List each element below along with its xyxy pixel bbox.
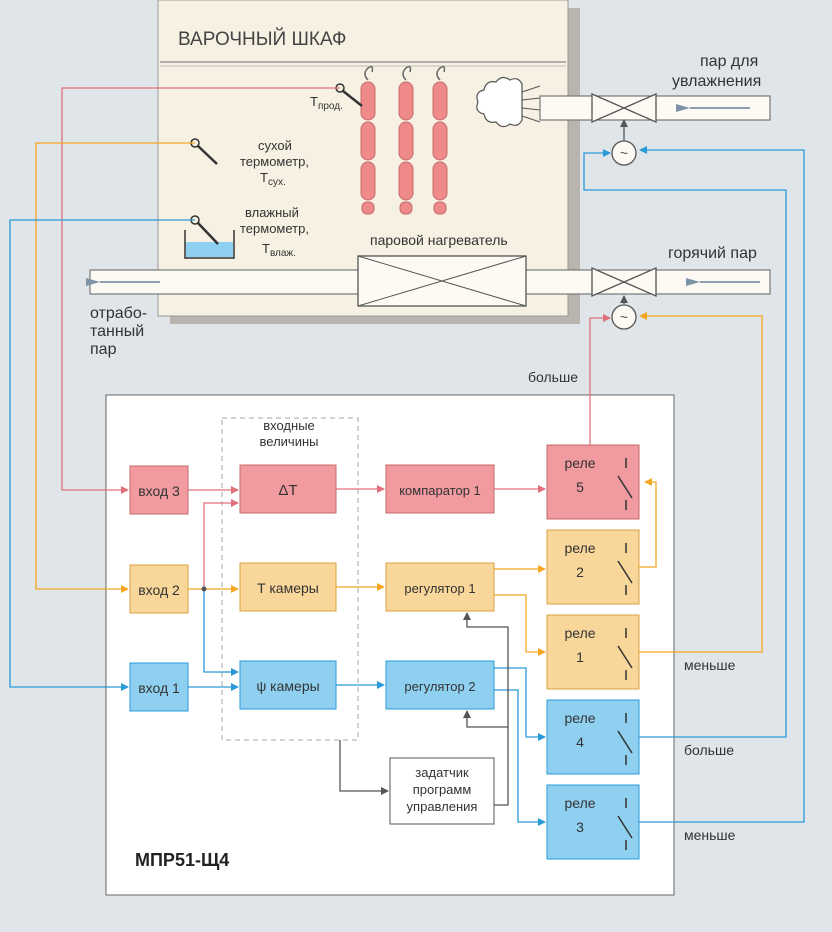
- svg-text:регулятор 2: регулятор 2: [404, 679, 475, 694]
- humid-steam-label-1: пар для: [700, 53, 758, 70]
- exhaust-label-2: танный: [90, 323, 144, 340]
- controller-model: МПР51-Щ4: [135, 850, 229, 870]
- svg-text:~: ~: [620, 309, 628, 325]
- signal-lines-blue: [9, 146, 805, 826]
- svg-text:~: ~: [620, 145, 628, 161]
- svg-text:4: 4: [576, 734, 584, 750]
- signal-lines-orange: [35, 142, 763, 656]
- delta-t-block: ΔT: [239, 464, 337, 514]
- wet-thermo-line1: влажный: [245, 205, 299, 220]
- dry-thermo-line2: термометр,: [240, 154, 309, 169]
- svg-text:ψ камеры: ψ камеры: [256, 678, 319, 694]
- svg-text:3: 3: [576, 819, 584, 835]
- program-setter-block: задатчик программ управления: [389, 757, 495, 825]
- less-label-1: меньше: [684, 657, 736, 673]
- svg-text:управления: управления: [407, 799, 478, 814]
- hot-steam-label: горячий пар: [668, 245, 757, 262]
- cabinet-title: ВАРОЧНЫЙ ШКАФ: [178, 28, 346, 50]
- wet-thermo-label: Tвлаж.: [262, 241, 296, 259]
- svg-text:вход 3: вход 3: [138, 483, 180, 499]
- relay3-switch-icon: [617, 798, 633, 850]
- humidifier-actuator-icon: ~: [611, 119, 637, 166]
- input2-block: вход 2: [129, 564, 189, 614]
- regulator2-block: регулятор 2: [385, 660, 495, 710]
- svg-text:T камеры: T камеры: [257, 580, 319, 596]
- regulator1-block: регулятор 1: [385, 562, 495, 612]
- humid-steam-label-2: увлажнения: [672, 73, 761, 90]
- svg-text:программ: программ: [413, 782, 472, 797]
- relay2-block: реле 2: [546, 529, 640, 605]
- input3-block: вход 3: [129, 465, 189, 515]
- signal-lines-red: [61, 87, 611, 589]
- svg-text:2: 2: [576, 564, 584, 580]
- svg-text:реле: реле: [564, 455, 595, 471]
- humidification-pipe: [539, 93, 771, 123]
- relay5-block: реле 5: [546, 444, 640, 520]
- relay5-switch-icon: [617, 458, 633, 510]
- psi-chamber-block: ψ камеры: [239, 660, 337, 710]
- comparator1-block: компаратор 1: [385, 464, 495, 514]
- relay1-switch-icon: [617, 628, 633, 680]
- svg-text:реле: реле: [564, 795, 595, 811]
- heater-label: паровой нагреватель: [370, 232, 508, 248]
- signal-lines-gray: [339, 612, 509, 806]
- svg-text:реле: реле: [564, 540, 595, 556]
- svg-text:ΔT: ΔT: [278, 482, 297, 499]
- svg-text:регулятор 1: регулятор 1: [404, 581, 475, 596]
- svg-text:задатчик: задатчик: [415, 765, 469, 780]
- relay1-block: реле 1: [546, 614, 640, 690]
- svg-text:вход 1: вход 1: [138, 680, 180, 696]
- inputs-group-label-1: входные: [263, 418, 315, 433]
- heater-actuator-icon: ~: [611, 295, 637, 330]
- relay3-block: реле 3: [546, 784, 640, 860]
- relay2-switch-icon: [617, 543, 633, 595]
- sausages-icon: [360, 65, 448, 215]
- dry-thermo-label: Tсух.: [260, 170, 286, 188]
- more-label-top: больше: [528, 369, 578, 385]
- relay4-block: реле 4: [546, 699, 640, 775]
- exhaust-label-1: отрабо-: [90, 305, 147, 322]
- relay4-switch-icon: [617, 713, 633, 765]
- svg-text:вход 2: вход 2: [138, 582, 180, 598]
- svg-text:5: 5: [576, 479, 584, 495]
- svg-text:компаратор 1: компаратор 1: [399, 483, 481, 498]
- t-chamber-block: T камеры: [239, 562, 337, 612]
- inputs-group-label-2: величины: [260, 434, 319, 449]
- heater-pipe: [86, 255, 771, 307]
- input1-block: вход 1: [129, 662, 189, 712]
- steam-cloud-icon: [476, 76, 541, 128]
- product-temp-label: Tпрод.: [310, 94, 343, 112]
- more-label-2: больше: [684, 742, 734, 758]
- dry-thermo-line1: сухой: [258, 138, 292, 153]
- exhaust-label-3: пар: [90, 341, 117, 358]
- wet-thermometer-icon: [184, 215, 235, 259]
- less-label-2: меньше: [684, 827, 736, 843]
- svg-text:реле: реле: [564, 625, 595, 641]
- svg-text:1: 1: [576, 649, 584, 665]
- wet-thermo-line2: термометр,: [240, 221, 309, 236]
- svg-text:реле: реле: [564, 710, 595, 726]
